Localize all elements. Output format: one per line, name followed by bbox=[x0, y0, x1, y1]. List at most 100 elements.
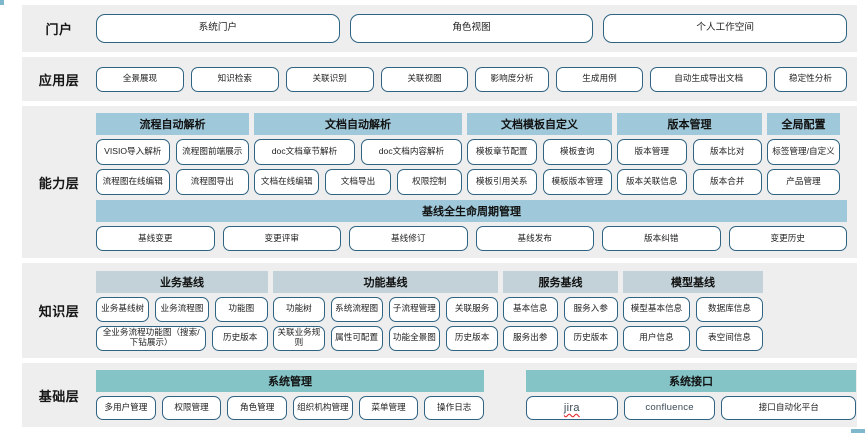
cap-item-template-reference[interactable]: 模板引用关系 bbox=[467, 169, 537, 195]
app-item-generate-case[interactable]: 生成用例 bbox=[555, 66, 644, 92]
base-item-menu-mgmt[interactable]: 菜单管理 bbox=[358, 396, 419, 420]
layer-capability: 能力层 流程自动解析 VISIO导入解析 流程图前端展示 流程图在线编辑 流程图… bbox=[22, 106, 857, 258]
knowledge-group-business-baseline: 业务基线 业务基线树 业务流程图 功能图 全业务流程功能图（搜索/下钻展示） 历… bbox=[96, 270, 268, 351]
cap-item-doc-content-parse[interactable]: doc文档内容解析 bbox=[361, 139, 462, 165]
know-item-function-tree[interactable]: 功能树 bbox=[273, 296, 325, 322]
lifecycle-item-change-history[interactable]: 变更历史 bbox=[728, 226, 847, 251]
cap-item-doc-online-edit[interactable]: 文档在线编辑 bbox=[254, 169, 320, 195]
base-item-org-structure-mgmt[interactable]: 组织机构管理 bbox=[293, 396, 353, 420]
capability-group-head-doc-parse: 文档自动解析 bbox=[254, 113, 462, 135]
base-item-api-automation-platform[interactable]: 接口自动化平台 bbox=[721, 396, 857, 420]
knowledge-row: 业务基线树 业务流程图 功能图 bbox=[96, 296, 268, 322]
layer-body-capability: 流程自动解析 VISIO导入解析 流程图前端展示 流程图在线编辑 流程图导出 bbox=[96, 113, 857, 251]
base-item-jira[interactable]: jira bbox=[526, 396, 618, 420]
portal-item-system-portal[interactable]: 系统门户 bbox=[96, 14, 340, 43]
layer-body-application: 全景展现 知识检索 关联识别 关联视图 影响度分析 生成用例 自动生成导出文档 … bbox=[96, 66, 857, 92]
portal-item-role-view[interactable]: 角色视图 bbox=[349, 14, 594, 43]
cap-item-flowchart-frontend-display[interactable]: 流程图前端展示 bbox=[175, 139, 249, 165]
cap-item-template-chapter-config[interactable]: 模板章节配置 bbox=[467, 139, 537, 165]
cap-item-visio-import-parse[interactable]: VISIO导入解析 bbox=[96, 139, 170, 165]
capability-group-doc-parse: 文档自动解析 doc文档章节解析 doc文档内容解析 文档在线编辑 文档导出 权… bbox=[254, 113, 462, 195]
base-item-role-mgmt[interactable]: 角色管理 bbox=[227, 396, 288, 420]
lifecycle-item-baseline-release[interactable]: 基线发布 bbox=[475, 226, 594, 251]
application-item-row: 全景展现 知识检索 关联识别 关联视图 影响度分析 生成用例 自动生成导出文档 … bbox=[96, 66, 848, 92]
knowledge-group-head-service-baseline: 服务基线 bbox=[503, 270, 618, 293]
lifecycle-item-change-review[interactable]: 变更评审 bbox=[222, 226, 341, 251]
know-item-user-info[interactable]: 用户信息 bbox=[623, 325, 690, 351]
know-item-model-basic-info[interactable]: 模型基本信息 bbox=[623, 296, 690, 322]
know-item-business-flowchart[interactable]: 业务流程图 bbox=[155, 296, 209, 322]
knowledge-rows-model-baseline: 模型基本信息 数据库信息 用户信息 表空间信息 bbox=[623, 296, 763, 351]
app-item-relation-recognition[interactable]: 关联识别 bbox=[285, 66, 374, 92]
app-item-impact-analysis[interactable]: 影响度分析 bbox=[475, 66, 549, 92]
app-item-stability-analysis[interactable]: 稳定性分析 bbox=[773, 66, 848, 92]
know-item-attribute-configurable[interactable]: 属性可配置 bbox=[330, 325, 383, 351]
cap-item-version-mgmt[interactable]: 版本管理 bbox=[617, 139, 687, 165]
know-item-subflow-mgmt[interactable]: 子流程管理 bbox=[388, 296, 441, 322]
cap-item-tag-mgmt-custom[interactable]: 标签管理/自定义 bbox=[767, 139, 840, 165]
foundation-rows-system-mgmt: 多用户管理 权限管理 角色管理 组织机构管理 菜单管理 操作日志 bbox=[96, 396, 485, 420]
foundation-group-system-mgmt: 系统管理 多用户管理 权限管理 角色管理 组织机构管理 菜单管理 操作日志 bbox=[96, 370, 485, 420]
know-item-service-output-param[interactable]: 服务出参 bbox=[503, 325, 558, 351]
cap-item-doc-export[interactable]: 文档导出 bbox=[325, 169, 391, 195]
base-item-confluence[interactable]: confluence bbox=[623, 396, 716, 420]
know-item-related-service[interactable]: 关联服务 bbox=[446, 296, 498, 322]
know-item-function-diagram[interactable]: 功能图 bbox=[214, 296, 268, 322]
cap-item-version-relation-info[interactable]: 版本关联信息 bbox=[617, 169, 687, 195]
layer-body-portal: 系统门户 角色视图 个人工作空间 bbox=[96, 14, 857, 43]
cap-item-template-version-mgmt[interactable]: 模板版本管理 bbox=[542, 169, 612, 195]
lifecycle-item-baseline-revision[interactable]: 基线修订 bbox=[349, 226, 468, 251]
app-item-auto-export-doc[interactable]: 自动生成导出文档 bbox=[650, 66, 767, 92]
know-item-system-flowchart[interactable]: 系统流程图 bbox=[330, 296, 383, 322]
lifecycle-item-version-correction[interactable]: 版本纠错 bbox=[602, 226, 721, 251]
capability-rows-flow-parse: VISIO导入解析 流程图前端展示 流程图在线编辑 流程图导出 bbox=[96, 139, 249, 195]
know-item-history-version-service[interactable]: 历史版本 bbox=[563, 325, 618, 351]
cap-item-doc-chapter-parse[interactable]: doc文档章节解析 bbox=[254, 139, 355, 165]
base-item-operation-log[interactable]: 操作日志 bbox=[424, 396, 485, 420]
know-item-history-version-business[interactable]: 历史版本 bbox=[212, 325, 268, 351]
capability-rows-global-config: 标签管理/自定义 产品管理 bbox=[767, 139, 840, 195]
knowledge-rows-service-baseline: 基本信息 服务入参 服务出参 历史版本 bbox=[503, 296, 618, 351]
know-item-database-info[interactable]: 数据库信息 bbox=[696, 296, 763, 322]
cap-item-flowchart-online-edit[interactable]: 流程图在线编辑 bbox=[96, 169, 170, 195]
know-item-function-panorama[interactable]: 功能全景图 bbox=[388, 325, 441, 351]
knowledge-group-head-function-baseline: 功能基线 bbox=[273, 270, 498, 293]
cap-item-permission-control[interactable]: 权限控制 bbox=[396, 169, 462, 195]
layer-knowledge: 知识层 业务基线 业务基线树 业务流程图 功能图 全业务流程功能图（搜索/下钻展… bbox=[22, 263, 857, 358]
knowledge-rows-function-baseline: 功能树 系统流程图 子流程管理 关联服务 关联业务规则 属性可配置 功能全景图 … bbox=[273, 296, 498, 351]
capability-group-head-flow-parse: 流程自动解析 bbox=[96, 113, 249, 135]
know-item-tablespace-info[interactable]: 表空间信息 bbox=[696, 325, 763, 351]
app-item-panorama[interactable]: 全景展现 bbox=[96, 66, 184, 92]
knowledge-row: 模型基本信息 数据库信息 bbox=[623, 296, 763, 322]
know-item-history-version-function[interactable]: 历史版本 bbox=[446, 325, 498, 351]
capability-row: VISIO导入解析 流程图前端展示 bbox=[96, 139, 249, 165]
foundation-group-head-system-mgmt: 系统管理 bbox=[96, 370, 484, 392]
capability-rows-version: 版本管理 版本比对 版本关联信息 版本合并 bbox=[617, 139, 762, 195]
cap-item-version-merge[interactable]: 版本合并 bbox=[692, 169, 762, 195]
foundation-group-row: 系统管理 多用户管理 权限管理 角色管理 组织机构管理 菜单管理 操作日志 系 bbox=[96, 370, 857, 420]
know-item-full-business-flow-function-diagram[interactable]: 全业务流程功能图（搜索/下钻展示） bbox=[96, 325, 207, 351]
layer-body-foundation: 系统管理 多用户管理 权限管理 角色管理 组织机构管理 菜单管理 操作日志 系 bbox=[96, 370, 857, 420]
confluence-logo-text: confluence bbox=[645, 401, 694, 413]
base-item-multi-user-mgmt[interactable]: 多用户管理 bbox=[96, 396, 156, 420]
knowledge-row: 服务出参 历史版本 bbox=[503, 325, 618, 351]
know-item-basic-info[interactable]: 基本信息 bbox=[503, 296, 558, 322]
knowledge-group-model-baseline: 模型基线 模型基本信息 数据库信息 用户信息 表空间信息 bbox=[623, 270, 763, 351]
app-item-knowledge-search[interactable]: 知识检索 bbox=[190, 66, 279, 92]
cap-item-flowchart-export[interactable]: 流程图导出 bbox=[175, 169, 249, 195]
foundation-group-head-system-interface: 系统接口 bbox=[526, 370, 856, 392]
know-item-related-business-rule[interactable]: 关联业务规则 bbox=[273, 325, 325, 351]
know-item-business-baseline-tree[interactable]: 业务基线树 bbox=[96, 296, 150, 322]
capability-group-head-doc-template: 文档模板自定义 bbox=[467, 113, 612, 135]
app-item-relation-view[interactable]: 关联视图 bbox=[380, 66, 469, 92]
layer-label-portal: 门户 bbox=[45, 22, 73, 37]
cap-item-product-mgmt[interactable]: 产品管理 bbox=[767, 169, 840, 195]
cap-item-template-query[interactable]: 模板查询 bbox=[542, 139, 612, 165]
base-item-permission-mgmt[interactable]: 权限管理 bbox=[161, 396, 222, 420]
portal-item-personal-workspace[interactable]: 个人工作空间 bbox=[603, 14, 848, 43]
cap-item-version-compare[interactable]: 版本比对 bbox=[692, 139, 762, 165]
know-item-service-input-param[interactable]: 服务入参 bbox=[563, 296, 618, 322]
knowledge-group-function-baseline: 功能基线 功能树 系统流程图 子流程管理 关联服务 关联业务规则 属性可配置 功… bbox=[273, 270, 498, 351]
knowledge-group-row: 业务基线 业务基线树 业务流程图 功能图 全业务流程功能图（搜索/下钻展示） 历… bbox=[96, 270, 847, 351]
lifecycle-item-baseline-change[interactable]: 基线变更 bbox=[96, 226, 215, 251]
